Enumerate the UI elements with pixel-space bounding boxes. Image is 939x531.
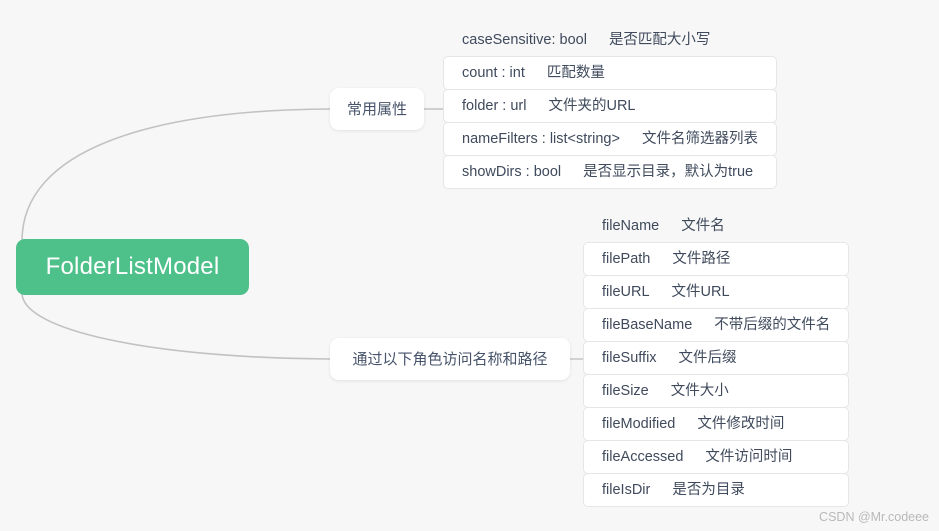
branch-label-common-properties: 常用属性 [346, 100, 407, 118]
leaf-name: fileBaseName [602, 316, 693, 333]
leaf-description: 不带后缀的文件名 [714, 316, 831, 333]
leaf-name: fileAccessed [602, 448, 684, 465]
leaf-stack-common-properties: caseSensitive: bool 是否匹配大小写 count : int … [443, 23, 777, 189]
leaf-name: fileSuffix [602, 349, 657, 366]
leaf-description: 文件名筛选器列表 [641, 130, 758, 147]
leaf-row[interactable]: fileSuffix 文件后缀 [583, 341, 850, 375]
leaf-description: 文件访问时间 [705, 448, 793, 465]
leaf-description: 匹配数量 [546, 64, 605, 81]
leaf-name: fileName [602, 217, 660, 234]
root-node-label: FolderListModel [45, 253, 220, 280]
leaf-description: 是否显示目录，默认为true [583, 163, 754, 180]
leaf-description: 是否匹配大小写 [608, 31, 711, 48]
leaf-description: 文件名 [681, 217, 725, 234]
leaf-row[interactable]: showDirs : bool 是否显示目录，默认为true [443, 155, 777, 189]
leaf-description: 文件后缀 [678, 349, 737, 366]
leaf-name: fileSize [602, 382, 649, 399]
leaf-row[interactable]: fileURL 文件URL [583, 275, 850, 309]
leaf-name: folder : url [462, 97, 527, 114]
leaf-row[interactable]: caseSensitive: bool 是否匹配大小写 [443, 23, 777, 57]
leaf-stack-roles: fileName 文件名 filePath 文件路径 fileURL 文件URL… [583, 209, 850, 507]
leaf-row[interactable]: fileIsDir 是否为目录 [583, 473, 850, 507]
leaf-row[interactable]: fileName 文件名 [583, 209, 849, 243]
leaf-row[interactable]: folder : url 文件夹的URL [443, 89, 777, 123]
leaf-name: fileIsDir [602, 481, 651, 498]
leaf-description: 文件URL [671, 283, 730, 300]
leaf-name: count : int [462, 64, 525, 81]
connector-root-to-roles [21, 292, 331, 360]
leaf-description: 文件修改时间 [697, 415, 785, 432]
leaf-name: filePath [602, 250, 651, 267]
leaf-description: 文件大小 [670, 382, 729, 399]
leaf-name: showDirs : bool [462, 163, 562, 180]
leaf-description: 文件路径 [672, 250, 731, 267]
leaf-row[interactable]: fileBaseName 不带后缀的文件名 [583, 308, 850, 342]
leaf-row[interactable]: nameFilters : list<string> 文件名筛选器列表 [443, 122, 777, 156]
leaf-row[interactable]: fileSize 文件大小 [583, 374, 850, 408]
leaf-row[interactable]: fileAccessed 文件访问时间 [583, 440, 850, 474]
leaf-name: fileURL [602, 283, 650, 300]
leaf-row[interactable]: count : int 匹配数量 [443, 56, 777, 90]
branch-label-roles: 通过以下角色访问名称和路径 [352, 350, 548, 368]
leaf-name: nameFilters : list<string> [462, 130, 620, 147]
watermark: CSDN @Mr.codeee [819, 509, 929, 524]
leaf-row[interactable]: filePath 文件路径 [583, 242, 850, 276]
leaf-row[interactable]: fileModified 文件修改时间 [583, 407, 850, 441]
leaf-description: 文件夹的URL [548, 97, 636, 114]
leaf-name: caseSensitive: bool [462, 31, 587, 48]
leaf-description: 是否为目录 [672, 481, 745, 498]
branch-node-roles[interactable]: 通过以下角色访问名称和路径 [330, 338, 570, 380]
root-node[interactable]: FolderListModel [16, 239, 249, 295]
branch-node-common-properties[interactable]: 常用属性 [330, 88, 424, 130]
leaf-name: fileModified [602, 415, 676, 432]
connector-root-to-common-properties [21, 108, 331, 242]
